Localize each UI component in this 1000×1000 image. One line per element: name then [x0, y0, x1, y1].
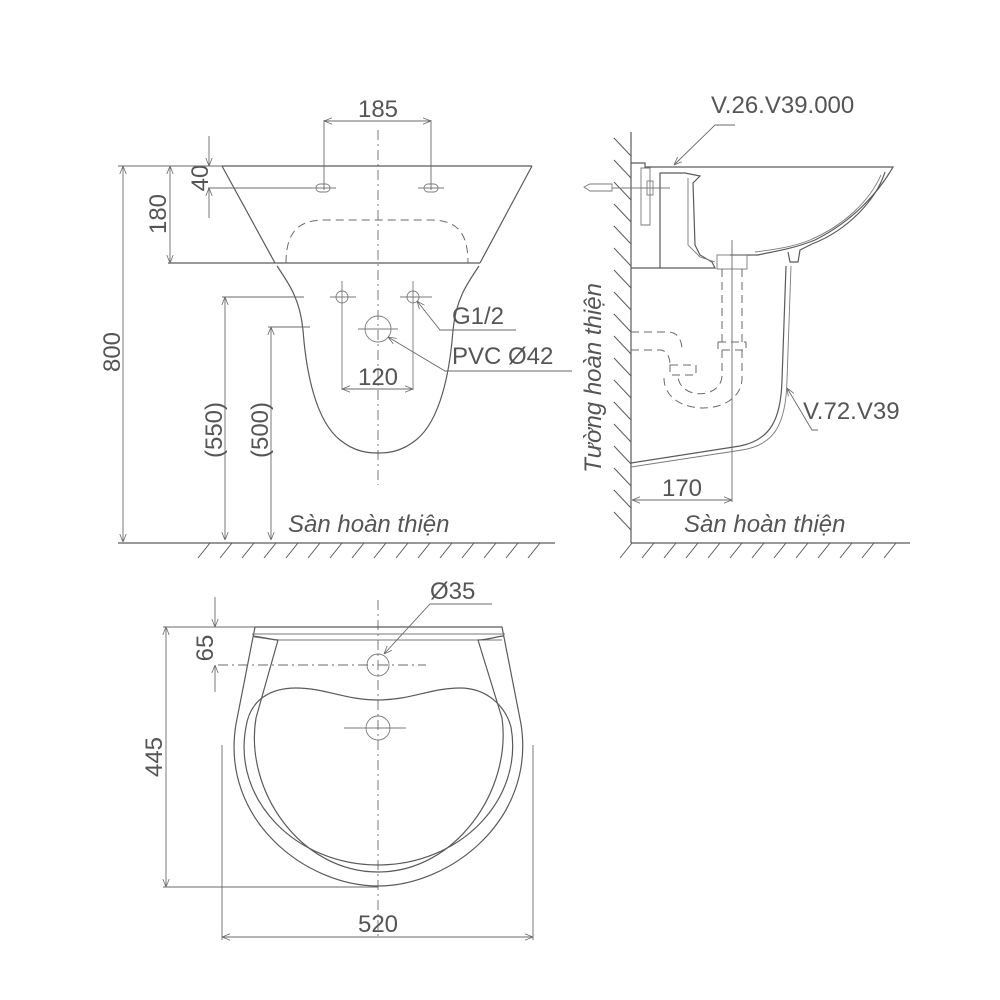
label-wall: Tường hoàn thiện: [580, 283, 607, 473]
supply-hole-right: [400, 281, 432, 390]
label-drain: PVC Ø42: [452, 343, 553, 370]
label-floor-front: Sàn hoàn thiện: [288, 511, 449, 538]
label-floor-side: Sàn hoàn thiện: [684, 511, 845, 538]
basin-outer-outline: [233, 626, 524, 887]
side-view: V.26.V39.000 V.72.V39 170 Tường hoàn thi…: [580, 92, 910, 559]
front-view: 185 40 180 800 (550) (500) 120 G1/2 PVC …: [99, 96, 572, 559]
hidden-bowl: [285, 219, 469, 264]
anchor-bolt: [583, 180, 670, 196]
tap-hole: [218, 653, 426, 677]
dim-total-height: 800: [99, 332, 126, 372]
top-view: Ø35 65 445 520: [141, 578, 534, 940]
dim-wall-to-drain: 170: [662, 475, 702, 502]
dim-hole-from-top: 40: [187, 165, 214, 192]
basin-inner-front: [754, 174, 882, 253]
supply-hole-left: [330, 281, 356, 390]
drain-hole: [358, 315, 398, 343]
floor-hatch-side: [619, 542, 897, 559]
drain-trap: [631, 254, 748, 409]
dim-basin-height: 180: [145, 194, 172, 234]
wall-bracket: [640, 167, 651, 226]
basin-bowl: [243, 687, 514, 866]
basin-inner-rim: [252, 635, 505, 873]
wall-hatch: [613, 137, 632, 531]
basin-inner-back: [687, 178, 716, 263]
dim-depth: 445: [141, 737, 168, 777]
label-tap-hole: Ø35: [430, 578, 475, 605]
pedestal-profile-inner: [630, 265, 792, 468]
label-basin-code: V.26.V39.000: [711, 92, 854, 119]
dim-drain-height: (500): [247, 402, 274, 458]
bowl-drain-hole: [344, 715, 406, 741]
basin-back-wall: [631, 172, 716, 269]
dim-width: 520: [358, 911, 398, 938]
dim-hole-spacing: 185: [358, 96, 398, 123]
basin-profile-outer: [631, 162, 895, 256]
dim-supply-spacing: 120: [358, 364, 398, 391]
basin-left-side: [221, 165, 276, 264]
dim-tap-hole-offset: 65: [192, 635, 219, 662]
floor-hatch: [197, 542, 541, 559]
label-supply: G1/2: [452, 303, 504, 330]
basin-right-side: [479, 165, 533, 264]
label-pedestal-code: V.72.V39: [803, 398, 900, 425]
basin-front-wall: [787, 171, 886, 263]
pedestal-profile: [630, 265, 787, 464]
dim-supply-height: (550): [201, 402, 228, 458]
